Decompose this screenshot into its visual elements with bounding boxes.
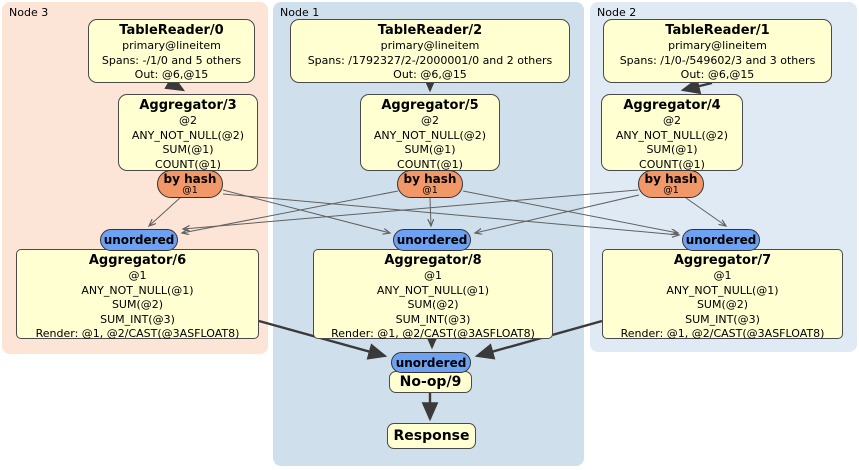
processor-spans: Spans: /1792327/2-/2000001/0 and 2 other… [307,53,553,67]
agg-render-line: Render: @1, @2/CAST(@3ASFLOAT8) [331,327,535,340]
by-hash-router: by hash @1 [638,170,704,198]
response-box: Response [387,423,476,449]
agg-line: SUM(@1) [162,143,214,156]
unordered-stream: unordered [393,229,471,251]
router-detail: @1 [422,184,438,196]
aggregator-3: Aggregator/3 @2 ANY_NOT_NULL(@2) SUM(@1)… [118,94,258,171]
noop-box: No-op/9 [389,371,472,393]
processor-title: Aggregator/6 [88,253,187,268]
agg-line: SUM(@1) [404,143,456,156]
response-label: Response [393,428,470,444]
agg-line: ANY_NOT_NULL(@2) [131,128,245,142]
agg-line: ANY_NOT_NULL(@2) [373,128,487,142]
aggregator-8: Aggregator/8 @1 ANY_NOT_NULL(@1) SUM(@2)… [313,249,553,340]
router-detail: @1 [663,184,679,196]
agg-line: ANY_NOT_NULL(@1) [376,283,490,297]
region-label: Node 3 [9,6,49,19]
table-reader-2: TableReader/2 primary@lineitem Spans: /1… [290,19,570,83]
processor-title: TableReader/2 [377,23,483,38]
processor-spans: Spans: /1/0-/549602/3 and 3 others [619,53,816,67]
processor-title: Aggregator/4 [623,98,721,113]
processor-title: Aggregator/7 [673,253,772,268]
processor-title: Aggregator/3 [139,98,237,113]
processor-out: Out: @6,@15 [680,68,755,81]
aggregator-6: Aggregator/6 @1 ANY_NOT_NULL(@1) SUM(@2)… [16,249,259,340]
processor-out: Out: @6,@15 [393,68,467,81]
stream-label: unordered [685,233,757,247]
router-detail: @1 [182,184,198,196]
agg-line: @1 [128,269,147,282]
agg-render-line: Render: @1, @2/CAST(@3ASFLOAT8) [620,327,825,340]
table-reader-0: TableReader/0 primary@lineitem Spans: -/… [88,19,255,83]
router-label: by hash [163,171,217,186]
processor-title: TableReader/0 [119,23,224,38]
aggregator-7: Aggregator/7 @1 ANY_NOT_NULL(@1) SUM(@2)… [602,249,843,340]
aggregator-4: Aggregator/4 @2 ANY_NOT_NULL(@2) SUM(@1)… [601,94,743,171]
agg-line: COUNT(@1) [155,157,221,171]
stream-label: unordered [395,355,467,370]
unordered-stream: unordered [100,229,178,251]
agg-line: ANY_NOT_NULL(@1) [666,283,779,297]
router-label: by hash [644,171,698,186]
agg-line: ANY_NOT_NULL(@2) [615,128,729,142]
processor-title: Aggregator/5 [381,98,479,113]
agg-line: @1 [424,269,442,282]
agg-line: SUM(@1) [646,143,698,156]
agg-line: COUNT(@1) [639,157,705,171]
table-reader-1: TableReader/1 primary@lineitem Spans: /1… [603,19,832,83]
region-label: Node 1 [280,6,320,19]
processor-title: Aggregator/8 [384,253,482,268]
agg-line: SUM(@2) [111,298,164,311]
agg-line: @2 [179,114,197,127]
processor-spans: Spans: -/1/0 and 5 others [101,53,242,67]
agg-line: SUM(@2) [696,298,749,311]
processor-index: primary@lineitem [380,39,480,52]
agg-line: SUM(@2) [407,298,459,311]
agg-line: SUM_INT(@3) [685,312,760,326]
agg-line: SUM_INT(@3) [100,312,175,326]
agg-line: COUNT(@1) [397,157,463,171]
unordered-stream: unordered [391,352,471,373]
processor-index: primary@lineitem [668,39,767,52]
agg-line: @2 [663,114,681,127]
agg-render-line: Render: @1, @2/CAST(@3ASFLOAT8) [35,327,240,340]
agg-line: @1 [713,269,732,282]
by-hash-router: by hash @1 [157,170,223,198]
agg-line: @2 [421,114,439,127]
processor-out: Out: @6,@15 [134,68,209,81]
stream-label: unordered [103,233,175,247]
noop-label: No-op/9 [399,374,462,390]
stream-label: unordered [396,233,468,247]
region-label: Node 2 [597,6,637,19]
processor-index: primary@lineitem [122,39,221,52]
agg-line: ANY_NOT_NULL(@1) [81,283,194,297]
unordered-stream: unordered [682,229,760,251]
processor-title: TableReader/1 [665,23,770,38]
by-hash-router: by hash @1 [397,170,463,198]
aggregator-5: Aggregator/5 @2 ANY_NOT_NULL(@2) SUM(@1)… [360,94,500,171]
router-label: by hash [403,171,457,186]
agg-line: SUM_INT(@3) [395,312,471,326]
